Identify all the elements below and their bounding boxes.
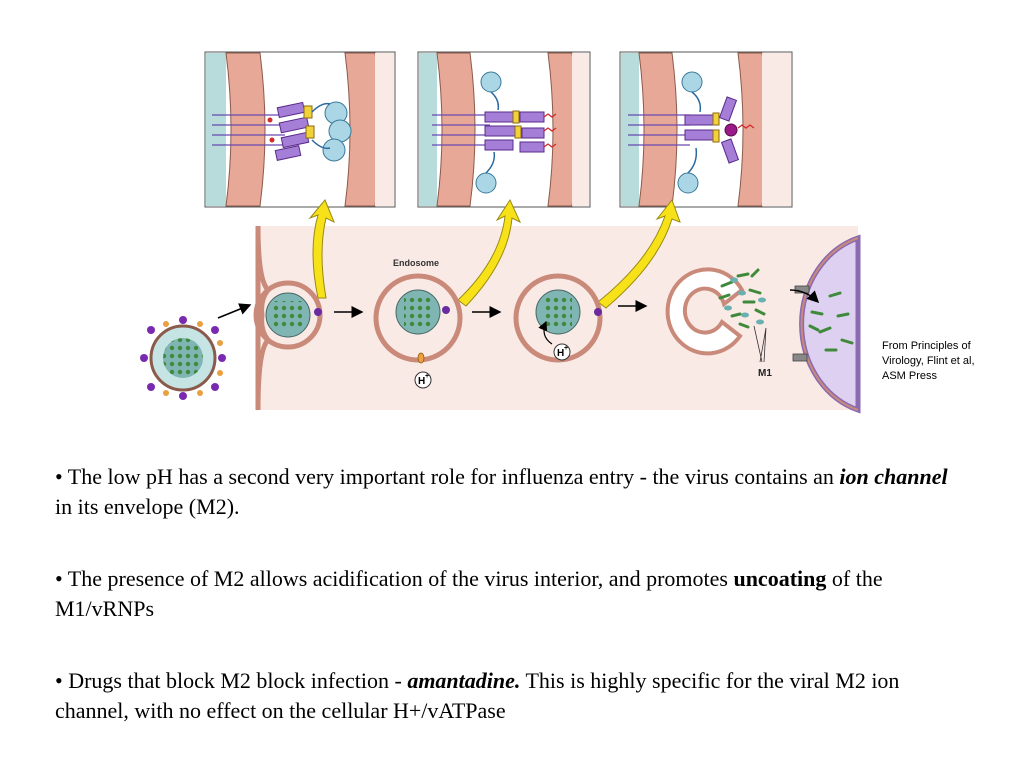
- proton-label-1: H: [418, 376, 425, 387]
- entry-arrow: [217, 303, 252, 319]
- emphasis-ion-channel: ion channel: [839, 464, 948, 489]
- proton-charge-1: +: [425, 373, 429, 380]
- bullet-text: This is highly specific for the viral M2…: [55, 668, 900, 723]
- yellow-arrow-3: [597, 198, 681, 309]
- bullet-text: • The presence of M2 allows acidificatio…: [55, 566, 734, 591]
- influenza-virion: [140, 316, 226, 400]
- figure-citation: From Principles of Virology, Flint et al…: [882, 340, 975, 382]
- m1-label: M1: [758, 368, 772, 379]
- emphasis-uncoating: uncoating: [733, 566, 827, 591]
- zoom-panel-1: [204, 51, 396, 208]
- bullet-amantadine: • Drugs that block M2 block infection - …: [55, 666, 955, 726]
- proton-charge-2: +: [564, 345, 568, 352]
- bullet-uncoating: • The presence of M2 allows acidificatio…: [55, 564, 955, 624]
- bullet-text: • Drugs that block M2 block infection -: [55, 668, 408, 693]
- endosome-stage-2: H +: [373, 273, 463, 389]
- emphasis-amantadine: amantadine.: [407, 668, 521, 693]
- zoom-panel-2: [417, 51, 591, 208]
- proton-label-2: H: [557, 348, 564, 359]
- yellow-arrow-2: [457, 198, 522, 307]
- bullet-text: • The low pH has a second very important…: [55, 464, 840, 489]
- bullet-ion-channel: • The low pH has a second very important…: [55, 462, 955, 522]
- bullet-text: of the M1/vRNPs: [55, 566, 883, 621]
- endosome-stage-3: H +: [513, 273, 603, 363]
- virology-figure: H + Endosome H + M1: [140, 51, 861, 414]
- bullet-list: • The low pH has a second very important…: [55, 462, 955, 726]
- released-vrnps: M1: [665, 267, 772, 379]
- yellow-arrow-1: [308, 199, 335, 299]
- nucleus: [789, 234, 861, 414]
- endosome-stage-1: [253, 280, 323, 350]
- zoom-panel-3: [619, 51, 793, 208]
- endosome-label: Endosome: [393, 258, 439, 268]
- bullet-text: in its envelope (M2).: [55, 494, 240, 519]
